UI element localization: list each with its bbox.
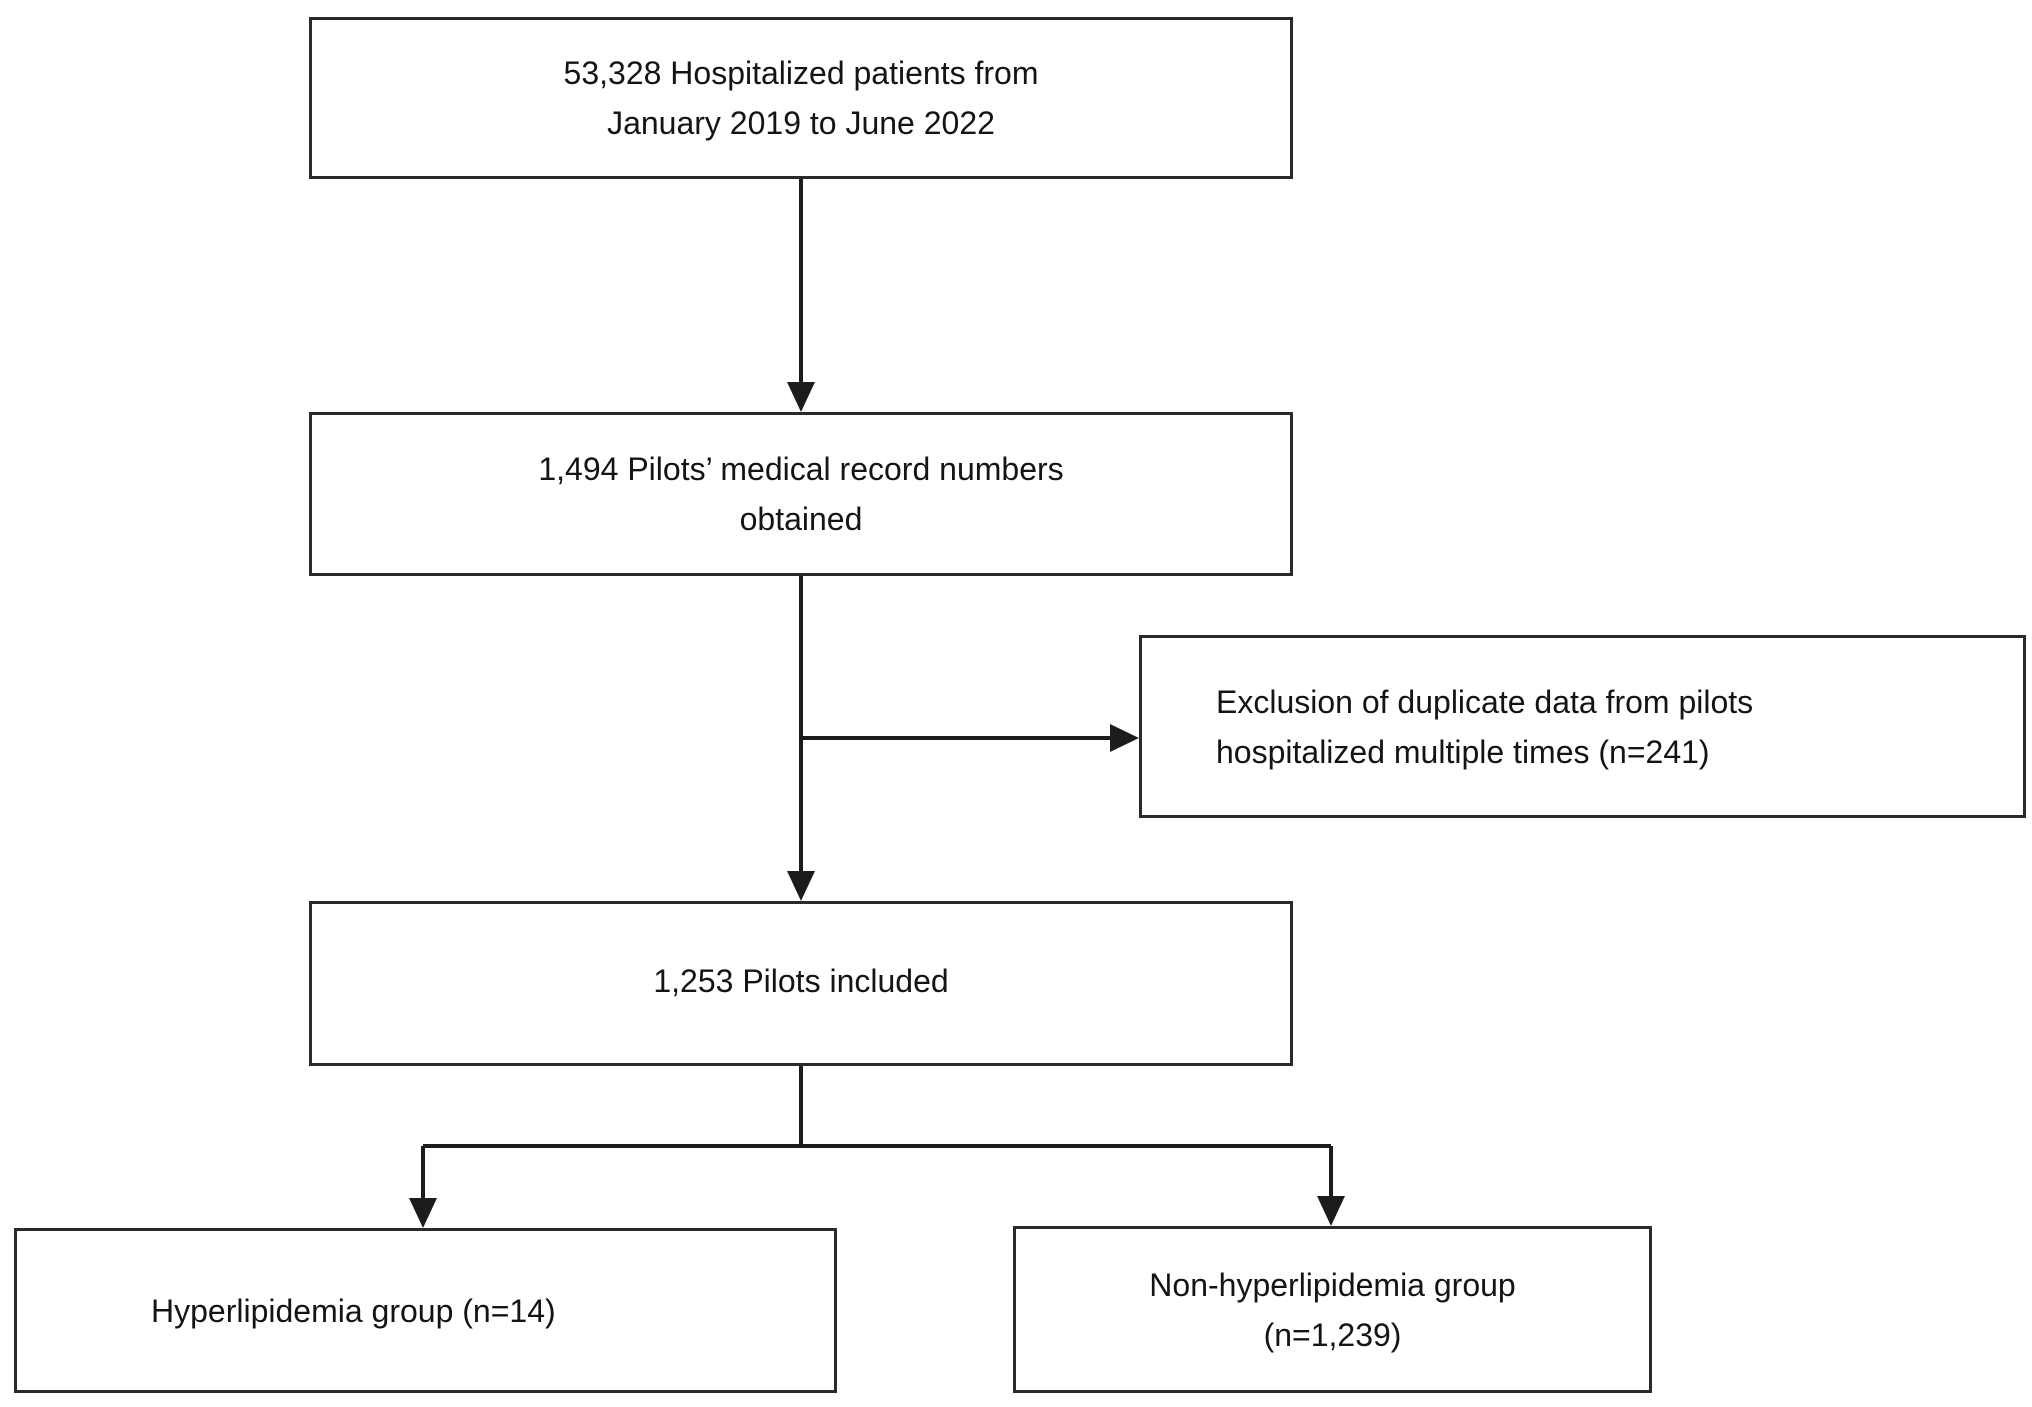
box-non-hyperlipidemia-group-line-2: (n=1,239)	[1263, 1316, 1402, 1353]
box-hospitalized-patients-line-1: 53,328 Hospitalized patients from	[563, 55, 1039, 91]
box-medical-record-numbers-line-1: 1,494 Pilots’ medical record numbers	[538, 451, 1064, 487]
box-exclusion-line-1: Exclusion of duplicate data from pilots	[1216, 683, 1754, 720]
arrowhead-to-non-hyperlipidemia	[1317, 1196, 1345, 1226]
box-hospitalized-patients-line-2: January 2019 to June 2022	[607, 105, 995, 141]
box-exclusion-line-2: hospitalized multiple times (n=241)	[1216, 733, 1710, 770]
box-non-hyperlipidemia-group: Non-hyperlipidemia group (n=1,239)	[1013, 1226, 1652, 1393]
box-hyperlipidemia-group-label: Hyperlipidemia group (n=14)	[151, 1292, 556, 1329]
box-pilots-included-label: 1,253 Pilots included	[653, 962, 949, 999]
arrowhead-to-hyperlipidemia	[409, 1198, 437, 1228]
box-hyperlipidemia-group: Hyperlipidemia group (n=14)	[14, 1228, 837, 1393]
arrowhead-to-included	[787, 871, 815, 901]
box-medical-record-numbers: 1,494 Pilots’ medical record numbers obt…	[309, 412, 1293, 576]
box-hospitalized-patients: 53,328 Hospitalized patients from Januar…	[309, 17, 1293, 179]
arrowhead-to-exclusion	[1110, 724, 1139, 752]
box-non-hyperlipidemia-group-line-1: Non-hyperlipidemia group	[1149, 1266, 1516, 1303]
box-medical-record-numbers-line-2: obtained	[739, 501, 863, 537]
arrowhead-to-records	[787, 382, 815, 412]
box-pilots-included: 1,253 Pilots included	[309, 901, 1293, 1066]
box-exclusion: Exclusion of duplicate data from pilots …	[1139, 635, 2026, 818]
